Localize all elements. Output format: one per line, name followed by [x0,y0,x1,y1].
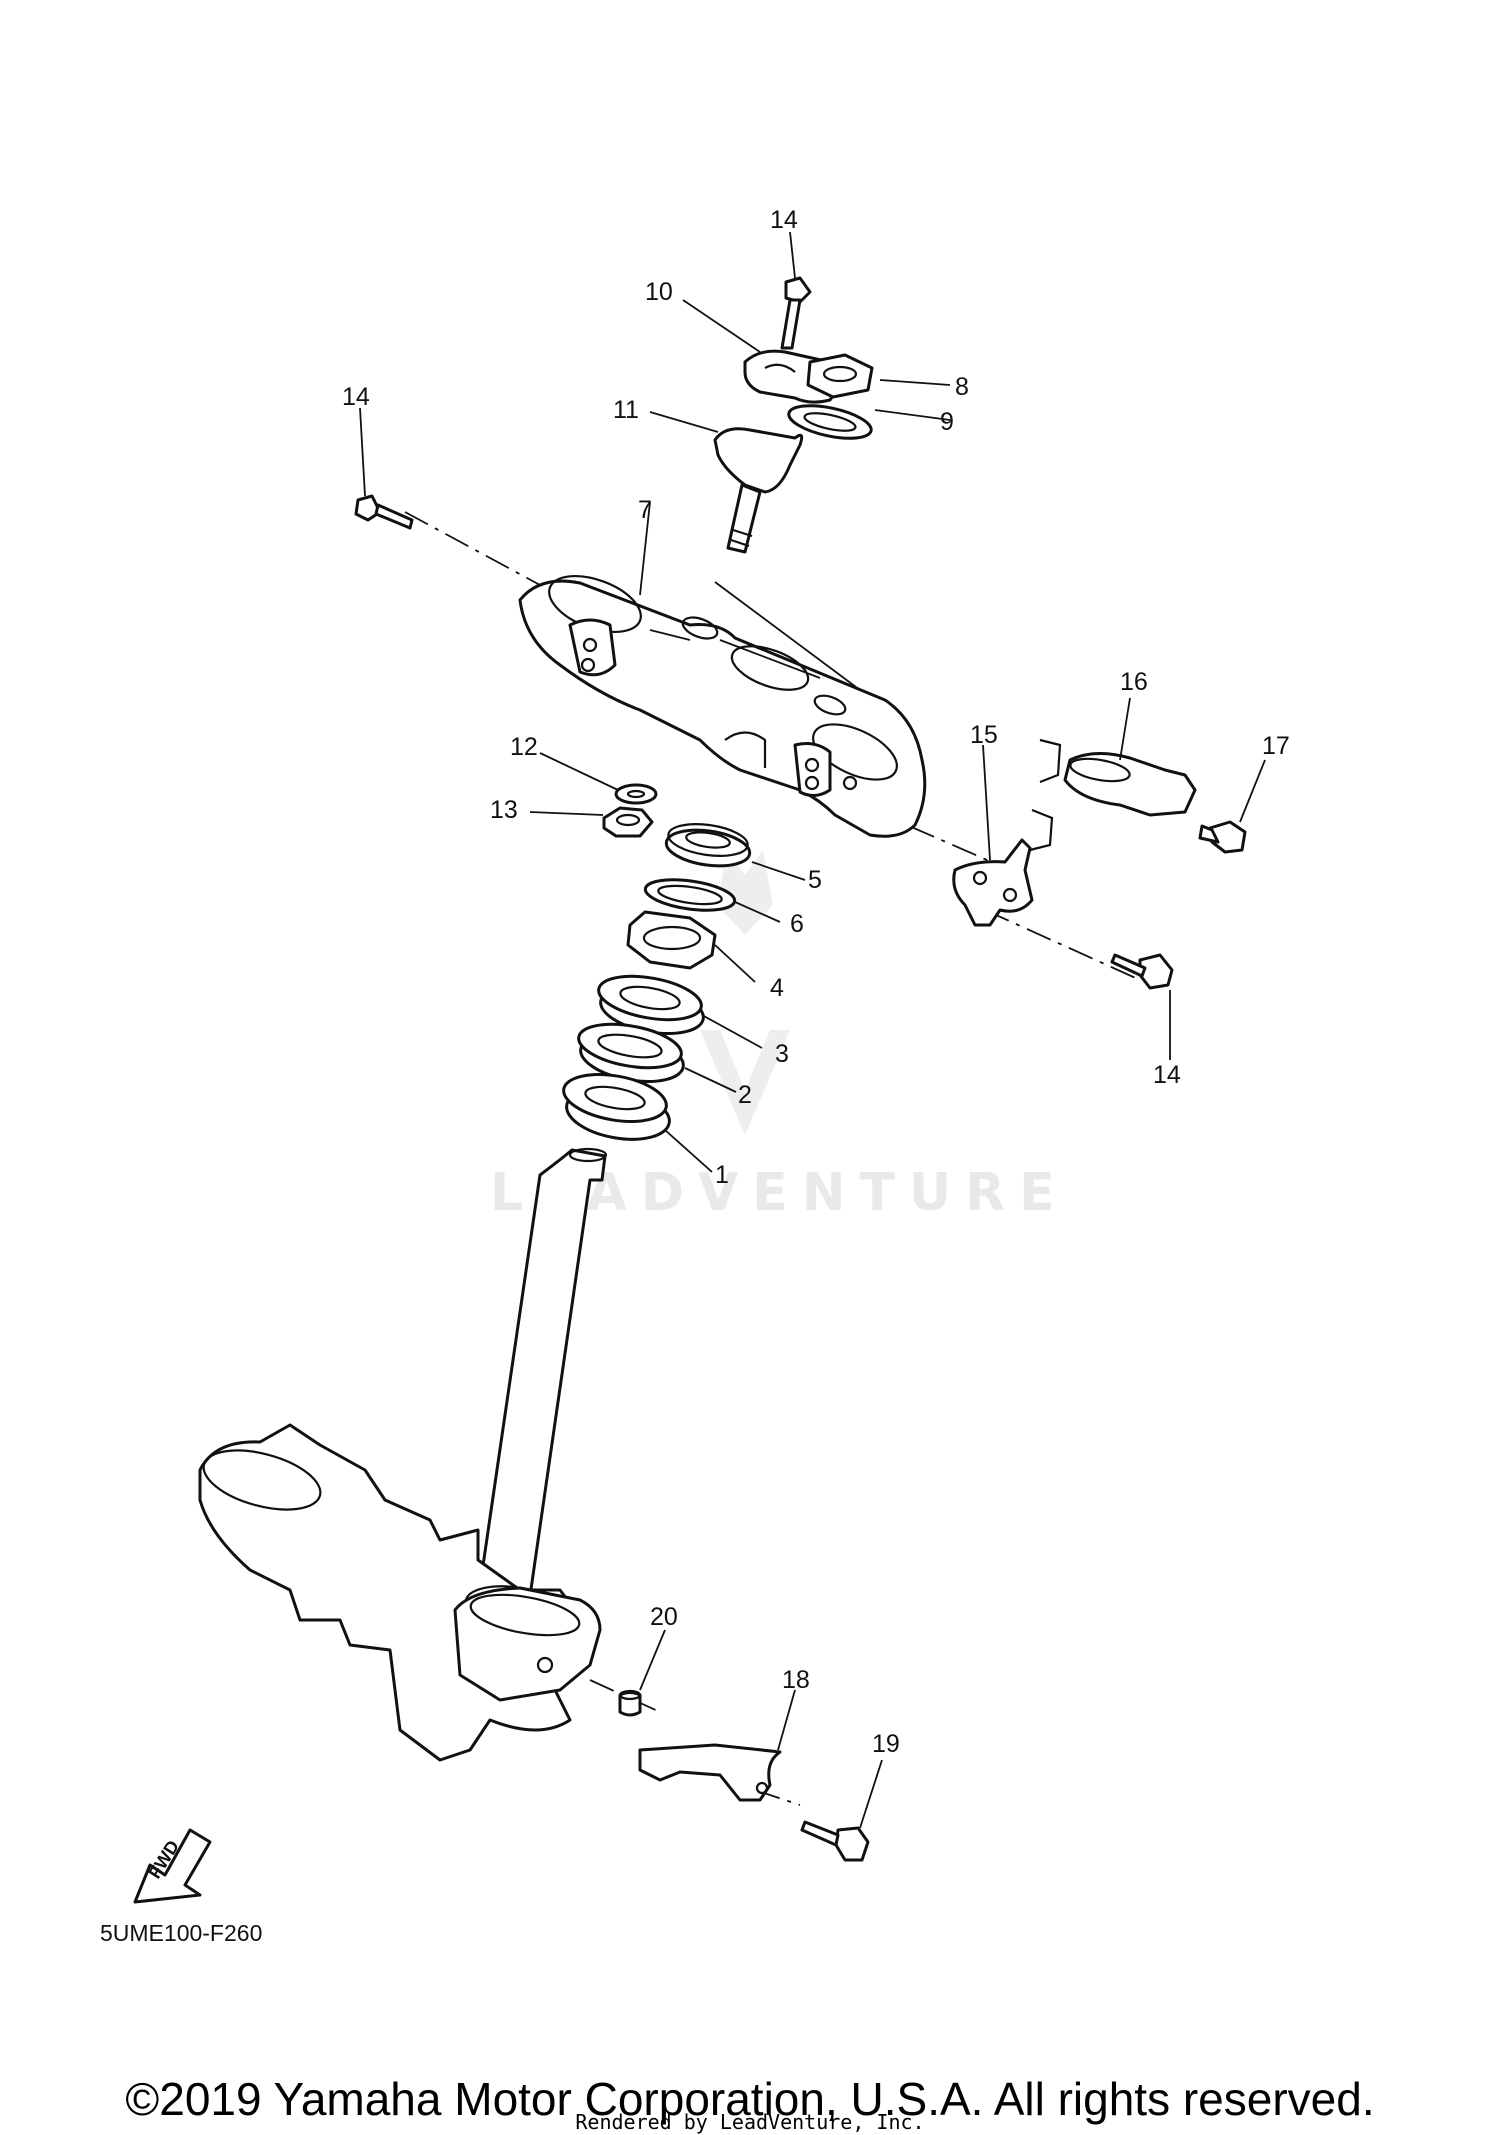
copyright-notice: ©2019 Yamaha Motor Corporation, U.S.A. A… [125,2073,1375,2125]
diagram-code: 5UME100-F260 [100,1920,263,1946]
bolt-17 [1198,820,1247,854]
callout-15: 15 [970,721,998,749]
callout-6: 6 [790,910,804,938]
under-bracket-stem [198,1147,608,1762]
holder-16 [1029,738,1197,852]
callout-17: 17 [1262,732,1290,760]
callout-11: 11 [613,396,639,424]
nut-13 [602,806,654,838]
callout-10: 10 [645,278,673,306]
washer-6 [643,878,737,912]
seal-1 [562,1073,671,1141]
washer-9 [787,404,873,440]
callout-20: 20 [650,1603,678,1631]
callout-1: 1 [715,1161,729,1189]
callout-8: 8 [955,373,969,401]
upper-bracket-7 [518,575,927,838]
bolt-14-top [780,276,812,350]
bolt-14-right [1110,953,1174,990]
bolt-19 [800,1820,870,1862]
collar-20 [618,1689,642,1717]
bracket-15 [952,838,1034,927]
callout-5: 5 [808,866,822,894]
callout-13: 13 [490,796,518,824]
callout-4: 4 [770,974,784,1002]
fwd-arrow-icon: FWD [133,1828,212,1904]
bolt-14-left [354,494,414,530]
rendered-by-credit: Rendered by LeadVenture, Inc. [575,2110,925,2134]
handlebar-holder-11 [713,427,804,554]
callout-3: 3 [775,1040,789,1068]
ring-nut-4 [626,910,717,970]
callout-2: 2 [738,1081,752,1109]
callout-16: 16 [1120,668,1148,696]
callout-7: 7 [638,496,652,524]
washer-12 [614,783,658,805]
callout-18: 18 [782,1666,810,1694]
callout-14-left: 14 [342,383,370,411]
nut-8 [806,353,874,399]
guide-18 [638,1743,782,1802]
callout-9: 9 [940,408,954,436]
callout-12: 12 [510,733,538,761]
callout-14-right: 14 [1153,1061,1181,1089]
callout-19: 19 [872,1730,900,1758]
callout-14-top: 14 [770,206,798,234]
cover-5 [664,823,752,868]
